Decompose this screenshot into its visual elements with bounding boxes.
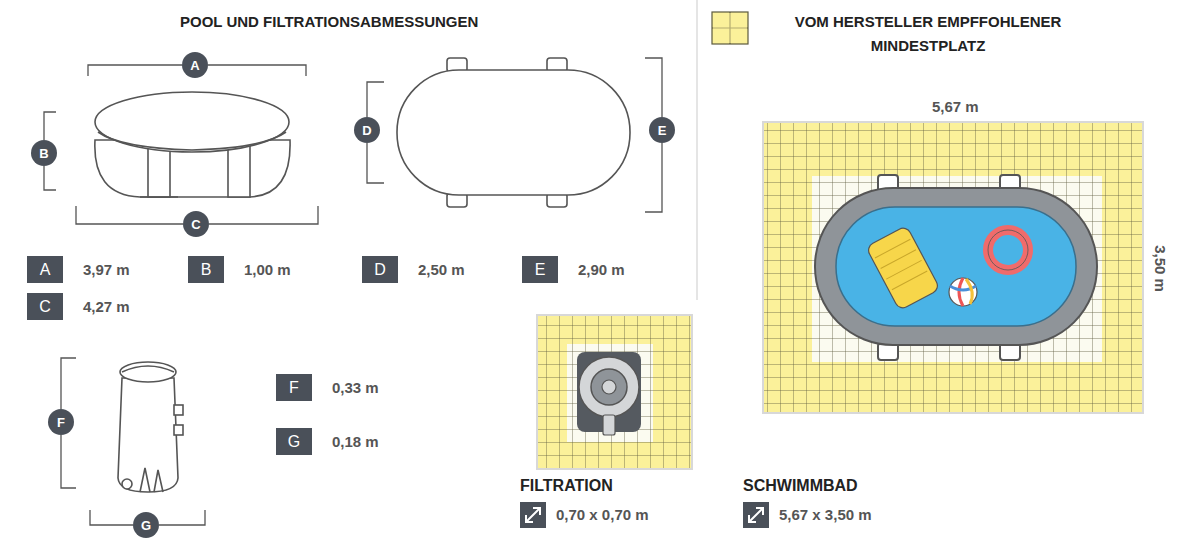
- dimension-box: E 2,90 m: [522, 256, 625, 283]
- dimension-value: 1,00 m: [244, 261, 291, 278]
- dimension-value: 0,33 m: [332, 379, 379, 396]
- callout-letter: D: [362, 124, 371, 137]
- dimension-value: 0,18 m: [332, 433, 379, 450]
- dimension-label: 3,50 m: [1151, 245, 1168, 292]
- dimension-key: B: [188, 256, 224, 283]
- dimension-value: 2,90 m: [578, 261, 625, 278]
- callout-circle: G: [133, 512, 159, 538]
- callout-letter: B: [39, 147, 48, 160]
- dimension-box: A 3,97 m: [27, 256, 130, 283]
- callout-letter: F: [57, 416, 65, 429]
- dimension-key: E: [522, 256, 558, 283]
- callout-circle: B: [31, 140, 57, 166]
- dimension-key: F: [276, 374, 312, 401]
- dimension-value: 4,27 m: [83, 298, 130, 315]
- callout-letter: C: [191, 218, 200, 231]
- callout-circle: A: [182, 52, 208, 78]
- dimension-box: C 4,27 m: [27, 293, 130, 320]
- legend-text: VOM HERSTELLER EMPFFOHLENER MINDESTPLATZ: [778, 10, 1078, 58]
- dimension-value: 3,97 m: [83, 261, 130, 278]
- dimension-box: F 0,33 m: [276, 374, 379, 401]
- dimension-box: D 2,50 m: [362, 256, 465, 283]
- callout-circle: E: [649, 117, 675, 143]
- area-caption: FILTRATION: [520, 477, 613, 495]
- legend-swatch-bg: [712, 12, 748, 44]
- dimension-box: B 1,00 m: [188, 256, 291, 283]
- callout-letter: E: [658, 124, 667, 137]
- dimension-key: C: [27, 293, 63, 320]
- callout-letter: G: [141, 519, 151, 532]
- legend-swatch: [713, 13, 747, 43]
- callout-letter: A: [190, 59, 199, 72]
- dimension-value: 2,50 m: [418, 261, 465, 278]
- dimension-label: 0,70 x 0,70 m: [556, 506, 649, 523]
- dimension-label: 5,67 x 3,50 m: [779, 506, 872, 523]
- dimension-key: A: [27, 256, 63, 283]
- callout-circle: C: [183, 211, 209, 237]
- callout-circle: F: [48, 409, 74, 435]
- dimension-label: 5,67 m: [932, 98, 979, 115]
- callout-circle: D: [354, 117, 380, 143]
- diagram-title: POOL UND FILTRATIONSABMESSUNGEN: [180, 13, 478, 30]
- area-caption: SCHWIMMBAD: [743, 477, 858, 495]
- dimension-key: G: [276, 428, 312, 455]
- dimension-key: D: [362, 256, 398, 283]
- dimension-box: G 0,18 m: [276, 428, 379, 455]
